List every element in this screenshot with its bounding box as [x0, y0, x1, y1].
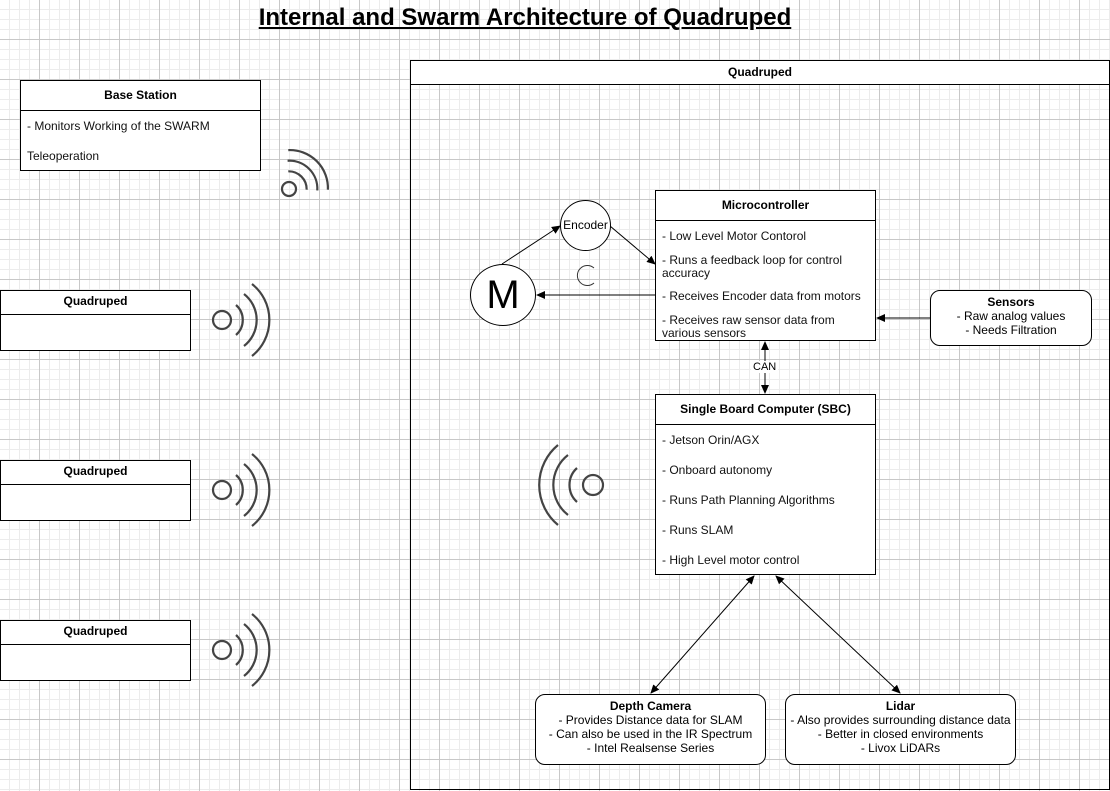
sbc-item: - Onboard autonomy — [662, 463, 773, 477]
sensors-line: - Raw analog values — [956, 309, 1066, 323]
quadruped-container-header: Quadruped — [411, 61, 1109, 85]
lidar-line: - Also provides surrounding distance dat… — [790, 713, 1011, 727]
rotation-arc-icon — [576, 265, 595, 286]
can-bus-label: CAN — [751, 361, 779, 373]
swarm-quadruped-header: Quadruped — [1, 461, 190, 485]
diagram-title: Internal and Swarm Architecture of Quadr… — [258, 4, 792, 31]
sbc-box[interactable]: Single Board Computer (SBC) - Jetson Ori… — [655, 394, 876, 575]
swarm-quadruped-box-3[interactable]: Quadruped — [0, 620, 191, 681]
sbc-item: - Runs SLAM — [662, 523, 734, 537]
microcontroller-item: - Receives Encoder data from motors — [662, 289, 861, 303]
depth-camera-header: Depth Camera — [609, 699, 692, 713]
lidar-line: - Livox LiDARs — [860, 741, 941, 755]
arrow-sbc-lidar — [775, 575, 901, 694]
arrow-motor-to-encoder — [501, 225, 561, 265]
arrow-sbc-depth-camera — [650, 575, 755, 694]
depth-camera-line: - Can also be used in the IR Spectrum — [548, 727, 753, 741]
microcontroller-box[interactable]: Microcontroller - Low Level Motor Contor… — [655, 190, 876, 341]
wireless-signal-icon — [280, 149, 329, 198]
wireless-signal-icon — [211, 283, 271, 357]
sbc-item: - Runs Path Planning Algorithms — [662, 493, 835, 507]
wireless-signal-icon — [211, 613, 271, 687]
base-station-item: - Monitors Working of the SWARM — [27, 119, 210, 133]
swarm-quadruped-header: Quadruped — [1, 291, 190, 315]
depth-camera-line: - Intel Realsense Series — [586, 741, 715, 755]
swarm-quadruped-box-2[interactable]: Quadruped — [0, 460, 191, 521]
microcontroller-header: Microcontroller — [656, 191, 875, 221]
swarm-quadruped-box-1[interactable]: Quadruped — [0, 290, 191, 351]
sensors-box[interactable]: Sensors - Raw analog values - Needs Filt… — [930, 290, 1092, 346]
sbc-header: Single Board Computer (SBC) — [656, 395, 875, 425]
microcontroller-item: - Receives raw sensor data from various … — [662, 313, 835, 340]
encoder-circle[interactable]: Encoder — [560, 200, 611, 251]
sensors-header: Sensors — [987, 295, 1035, 309]
wireless-signal-icon — [211, 453, 271, 527]
lidar-line: - Better in closed environments — [817, 727, 984, 741]
sbc-item: - High Level motor control — [662, 553, 800, 567]
motor-circle[interactable]: M — [470, 264, 536, 326]
microcontroller-item: - Runs a feedback loop for control accur… — [662, 253, 843, 280]
arrow-encoder-to-microcontroller — [609, 225, 656, 265]
wireless-signal-icon — [538, 444, 605, 526]
motor-label: M — [486, 273, 520, 317]
base-station-header: Base Station — [21, 81, 260, 111]
microcontroller-item: - Low Level Motor Contorol — [662, 229, 807, 243]
lidar-header: Lidar — [885, 699, 916, 713]
encoder-label: Encoder — [563, 218, 608, 232]
base-station-item: Teleoperation — [27, 149, 100, 163]
sensors-line: - Needs Filtration — [965, 323, 1057, 337]
swarm-quadruped-header: Quadruped — [1, 621, 190, 645]
base-station-box[interactable]: Base Station - Monitors Working of the S… — [20, 80, 261, 171]
depth-camera-line: - Provides Distance data for SLAM — [558, 713, 743, 727]
lidar-box[interactable]: Lidar - Also provides surrounding distan… — [785, 694, 1016, 765]
sbc-item: - Jetson Orin/AGX — [662, 433, 760, 447]
depth-camera-box[interactable]: Depth Camera - Provides Distance data fo… — [535, 694, 766, 765]
